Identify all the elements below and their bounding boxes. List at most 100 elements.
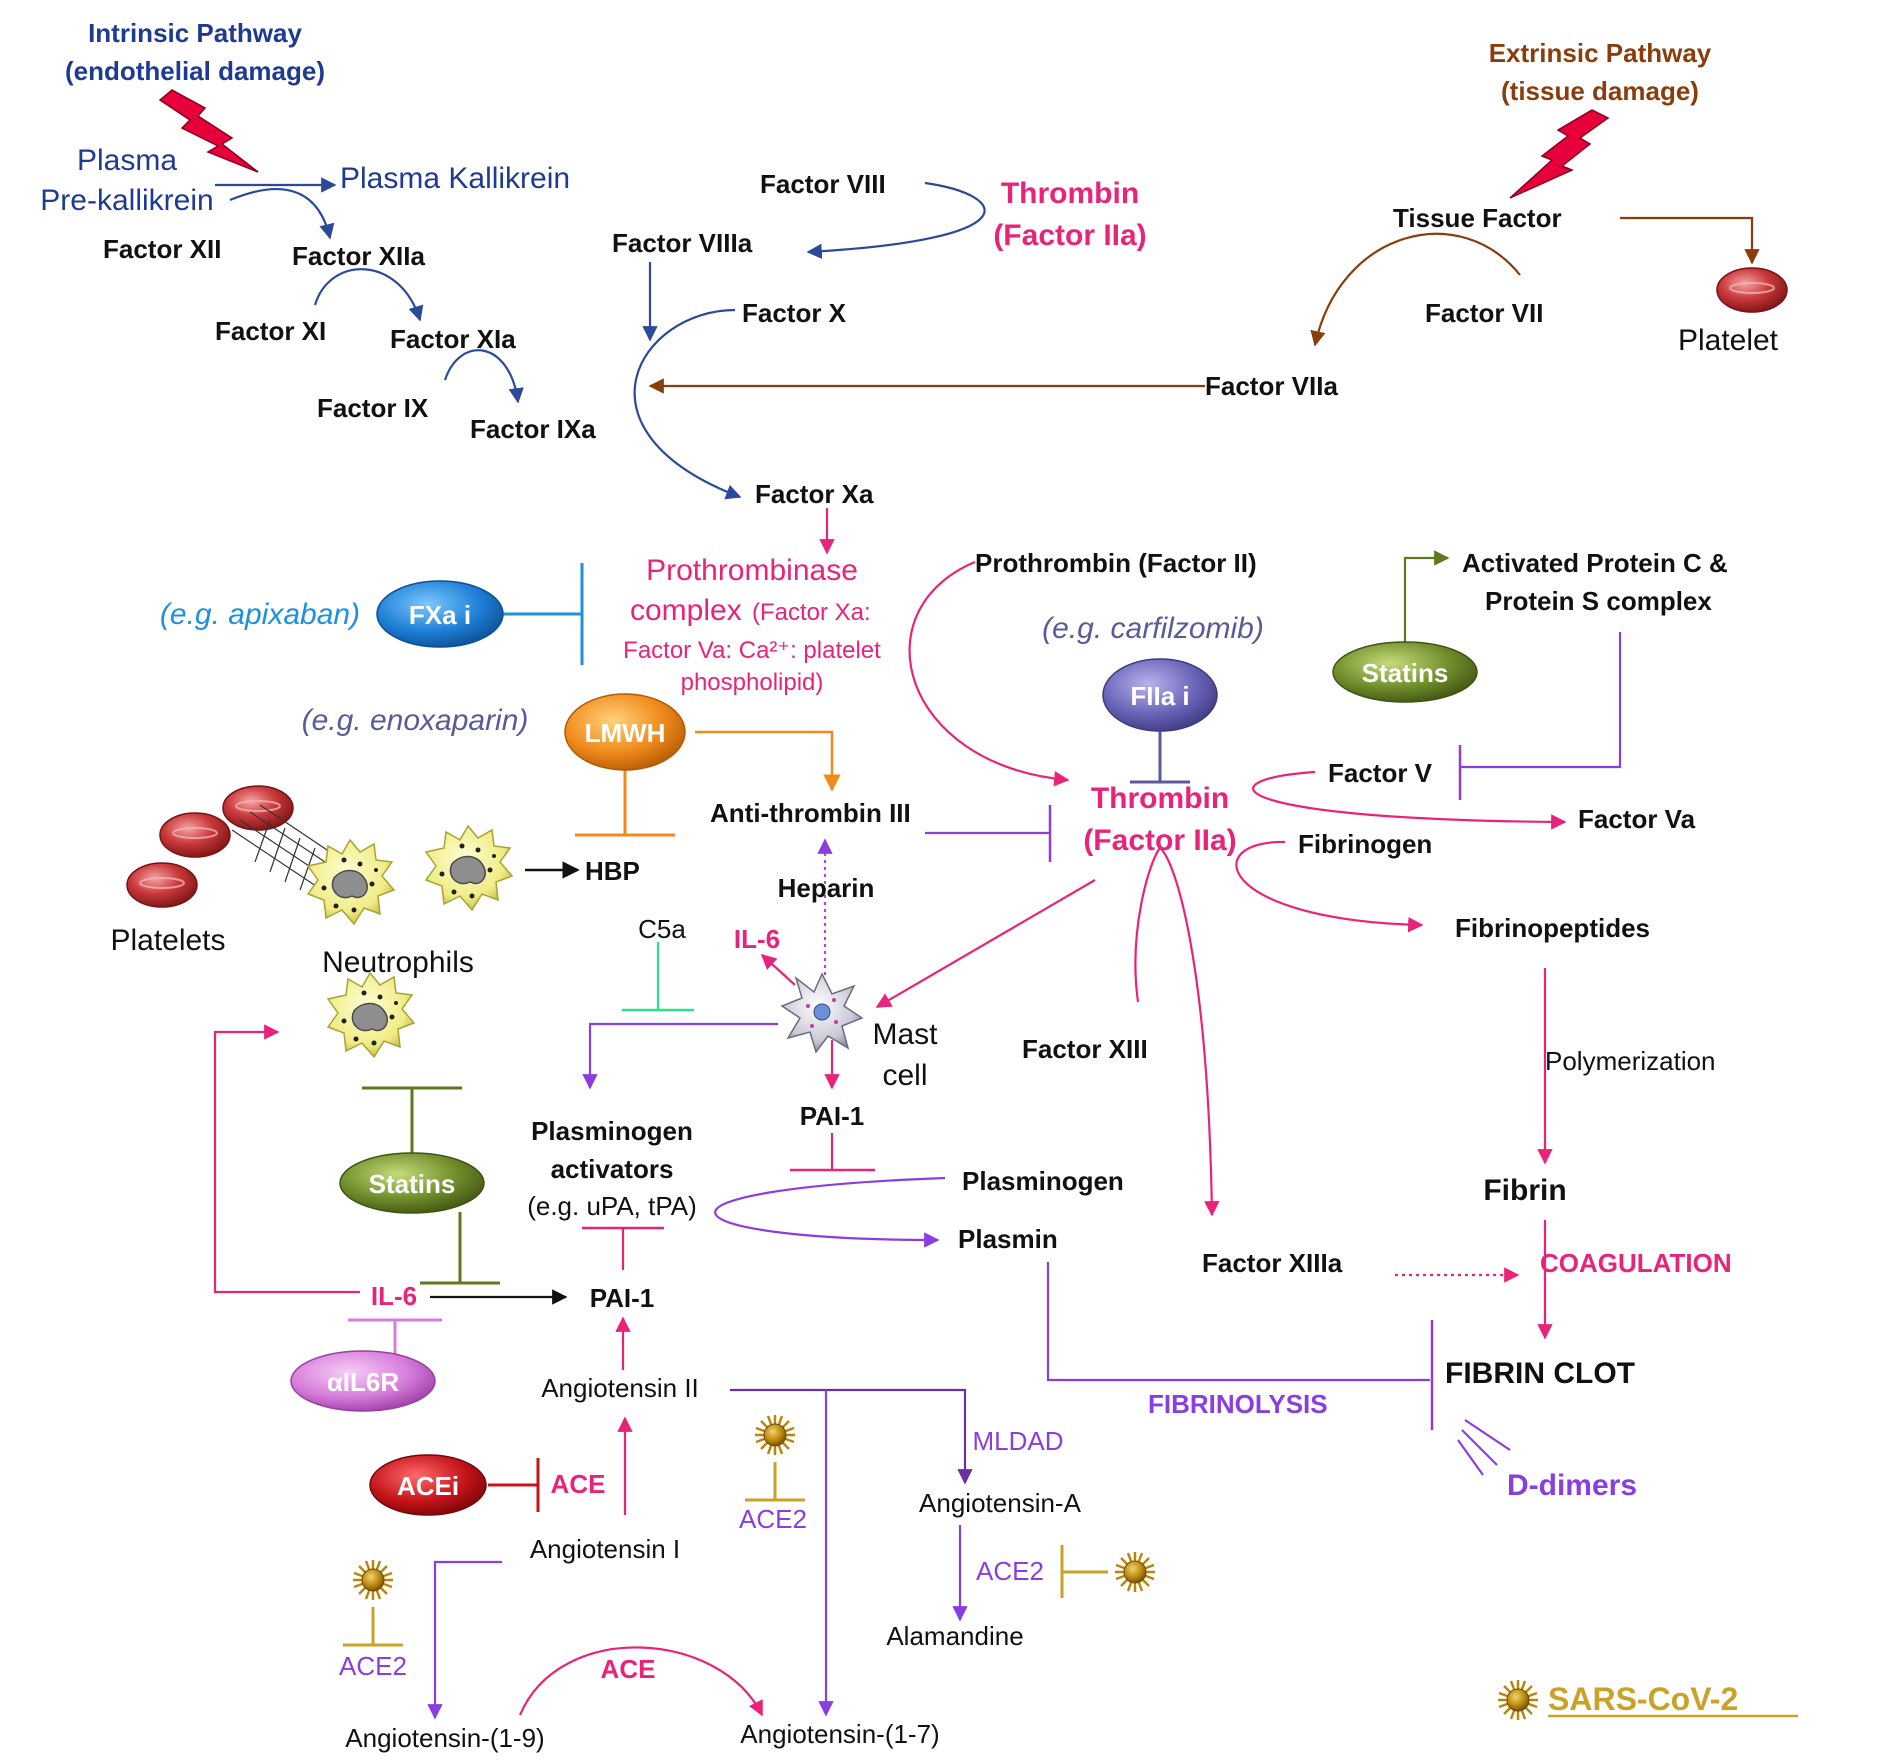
d-dimers-label: D-dimers (1507, 1469, 1637, 1502)
intrinsic-subtitle: (endothelial damage) (65, 56, 325, 86)
fibrinogen-to-fibrinopeptides-arrow (1235, 840, 1424, 933)
plasma-label: Plasma (77, 144, 177, 177)
apc-label-line2: Protein S complex (1485, 586, 1712, 616)
ace-lower-label: ACE (601, 1654, 656, 1684)
sars-legend-label: SARS-CoV-2 (1548, 1681, 1738, 1717)
prekallikrein-label: Pre-kallikrein (40, 184, 213, 217)
apc-inhibition-line (1460, 632, 1622, 769)
statins-mid-pill: Statins (339, 1152, 485, 1214)
fibrinopeptides-label: Fibrinopeptides (1455, 913, 1650, 943)
lmwh-to-antithrombin-arrow (695, 730, 841, 792)
factor-xiia-label: Factor XIIa (292, 241, 425, 271)
plasma-kallikrein-label: Plasma Kallikrein (340, 162, 570, 195)
d-dimer-fragment (1461, 1429, 1498, 1466)
angiotensin-a-label: Angiotensin-A (919, 1488, 1082, 1518)
prothrombinase-complex-label: complex (630, 594, 742, 627)
plasminogen-to-plasmin-arrow (714, 1176, 946, 1248)
pai1-bottom-label: PAI-1 (590, 1283, 655, 1313)
thrombin-label: Thrombin (1091, 782, 1229, 815)
factor-viia-label: Factor VIIa (1205, 371, 1338, 401)
acei-label: ACEi (397, 1471, 459, 1501)
fibrinolysis-line (1046, 1262, 1430, 1382)
statins-to-apc-arrow (1403, 550, 1450, 648)
fiia-inhibitor-pill: FIIa i (1102, 658, 1218, 732)
factor-va-label: Factor Va (1578, 804, 1696, 834)
carfilzomib-example: (e.g. carfilzomib) (1042, 612, 1264, 645)
angiotensin-1-9-label: Angiotensin-(1-9) (345, 1723, 544, 1753)
fiia-i-label: FIIa i (1130, 681, 1189, 711)
prothrombin-to-thrombin-arrow (908, 560, 1070, 787)
mast-cell-label: Mast (872, 1018, 938, 1051)
enoxaparin-example: (e.g. enoxaparin) (302, 704, 529, 737)
thrombin-top-sublabel: (Factor IIa) (993, 219, 1146, 252)
ang19-to-ang17-arrow (518, 1646, 763, 1717)
plasminogen-label: Plasminogen (962, 1166, 1124, 1196)
mast-cell-icon (780, 972, 864, 1054)
ail6r-label: αIL6R (327, 1367, 400, 1397)
il6-top-label: IL-6 (734, 924, 780, 954)
sars-cov-2-virus-icon (1113, 1550, 1157, 1594)
neutrophils-label: Neutrophils (322, 946, 474, 979)
prothrombinase-detail-1: (Factor Xa: (752, 599, 871, 626)
angiotensin-i-label: Angiotensin I (530, 1534, 680, 1564)
statins-top-pill: Statins (1332, 641, 1478, 703)
platelet-label: Platelet (1678, 324, 1779, 357)
fibrinolysis-label: FIBRINOLYSIS (1148, 1389, 1328, 1419)
factor-ix-label: Factor IX (317, 393, 429, 423)
sars-cov-2-virus-icon (753, 1413, 797, 1457)
fibrinogen-label: Fibrinogen (1298, 829, 1432, 859)
lightning-bolt-icon (1509, 109, 1610, 199)
heparin-label: Heparin (778, 873, 875, 903)
platelets-label: Platelets (110, 924, 225, 957)
thrombin-top-label: Thrombin (1001, 177, 1139, 210)
mast-cell-to-il6-arrow (760, 953, 796, 986)
factor-ixa-label: Factor IXa (470, 414, 596, 444)
ix-to-ixa-arrow (443, 349, 524, 404)
factor-xiii-label: Factor XIII (1022, 1034, 1148, 1064)
lmwh-label: LMWH (585, 718, 666, 748)
thrombin-sublabel: (Factor IIa) (1083, 824, 1236, 857)
intrinsic-title: Intrinsic Pathway (88, 18, 302, 48)
extrinsic-title: Extrinsic Pathway (1489, 38, 1712, 68)
angiotensin-1-7-label: Angiotensin-(1-7) (740, 1719, 939, 1749)
apc-label-line1: Activated Protein C & (1462, 548, 1728, 578)
pa-label-line2: activators (551, 1154, 674, 1184)
ace-upper-label: ACE (551, 1469, 606, 1499)
tissue-factor-to-platelet-arrow (1620, 216, 1760, 265)
d-dimer-fragment (1464, 1419, 1511, 1451)
xi-to-xia-arrow (313, 268, 424, 322)
tissue-factor-label: Tissue Factor (1393, 203, 1562, 233)
connectors (213, 177, 1760, 1720)
x-to-xa-arrow (633, 308, 742, 500)
plasmin-label: Plasmin (958, 1224, 1058, 1254)
c5a-label: C5a (638, 914, 686, 944)
prothrombinase-label: Prothrombinase (646, 554, 858, 587)
factor-xii-label: Factor XII (103, 234, 221, 264)
factor-xiiia-label: Factor XIIIa (1202, 1248, 1343, 1278)
sars-cov-2-virus-icon (1496, 1678, 1540, 1722)
factor-viiia-label: Factor VIIIa (612, 228, 753, 258)
prothrombinase-detail-2: Factor Va: Ca²⁺: platelet (623, 637, 881, 664)
xiii-to-xiiia-arrow (1134, 846, 1220, 1217)
xii-to-xiia-arrow (229, 187, 335, 240)
extrinsic-subtitle: (tissue damage) (1501, 76, 1699, 106)
antithrombin-label: Anti-thrombin III (710, 798, 911, 828)
prothrombin-label: Prothrombin (Factor II) (975, 548, 1257, 578)
prothrombinase-detail-3: phospholipid) (681, 669, 824, 696)
factor-viii-label: Factor VIII (760, 169, 886, 199)
alamandine-label: Alamandine (886, 1621, 1023, 1651)
factor-xa-label: Factor Xa (755, 479, 874, 509)
ace2-mid-label: ACE2 (739, 1504, 807, 1534)
fibrin-label: Fibrin (1483, 1174, 1566, 1207)
pa-label-line3: (e.g. uPA, tPA) (527, 1191, 697, 1221)
factor-xia-label: Factor XIa (390, 324, 516, 354)
polymerization-label: Polymerization (1545, 1046, 1716, 1076)
angi-to-ang19-arrow (427, 1560, 502, 1720)
mast-cell-sublabel: cell (882, 1059, 927, 1092)
il6-to-neutrophils-arrow (213, 1024, 360, 1294)
acei-pill: ACEi (369, 1454, 487, 1516)
neutrophil-icon (327, 972, 415, 1058)
sars-cov-2-virus-icon (351, 1558, 395, 1602)
hbp-label: HBP (585, 856, 640, 886)
